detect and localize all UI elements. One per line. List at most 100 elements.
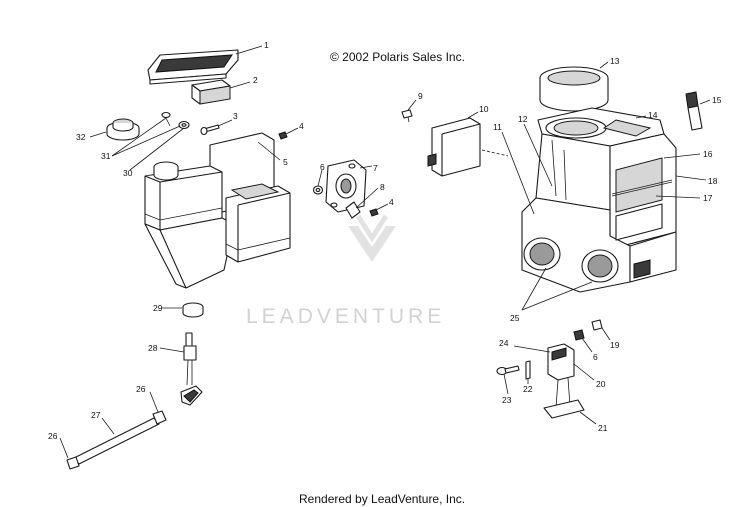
callout-31: 31 bbox=[101, 151, 111, 161]
callout-26-right: 26 bbox=[136, 384, 146, 394]
leader-26-left bbox=[59, 437, 69, 459]
leader-28 bbox=[159, 347, 185, 353]
leader-21 bbox=[579, 411, 597, 425]
leader-30 bbox=[129, 127, 185, 171]
leader-11 bbox=[501, 131, 535, 215]
leader-12 bbox=[523, 123, 553, 187]
leader-23 bbox=[503, 373, 509, 395]
callout-18: 18 bbox=[708, 176, 718, 186]
leader-10 bbox=[467, 111, 479, 119]
clamp-26-left bbox=[66, 456, 80, 470]
callout-8: 8 bbox=[380, 182, 385, 192]
leader-3 bbox=[217, 119, 233, 127]
clamp-8 bbox=[345, 201, 361, 219]
callout-4-top: 4 bbox=[299, 121, 304, 131]
callout-32: 32 bbox=[76, 132, 86, 142]
nut-19 bbox=[591, 319, 603, 331]
callout-25: 25 bbox=[510, 313, 520, 323]
leader-5 bbox=[257, 141, 281, 161]
callout-1: 1 bbox=[264, 40, 269, 50]
leader-6-left bbox=[317, 169, 323, 187]
callout-5: 5 bbox=[283, 157, 288, 167]
clamp-26-right bbox=[152, 410, 167, 425]
leader-2 bbox=[229, 81, 251, 89]
fuel-pickup-28 bbox=[180, 332, 203, 406]
callout-30: 30 bbox=[123, 168, 133, 178]
leader-14 bbox=[635, 115, 647, 119]
fill-cap bbox=[106, 118, 140, 141]
airbox bbox=[521, 107, 677, 293]
bolt-3 bbox=[200, 124, 220, 136]
washer-6-left bbox=[312, 185, 324, 195]
leader-4-top bbox=[285, 127, 299, 135]
leader-15 bbox=[699, 99, 711, 105]
leader-26-right bbox=[149, 391, 159, 413]
copyright-text: © 2002 Polaris Sales Inc. bbox=[330, 50, 465, 64]
callout-28: 28 bbox=[148, 343, 158, 353]
callout-19: 19 bbox=[610, 340, 620, 350]
callout-27: 27 bbox=[91, 410, 101, 420]
callout-22: 22 bbox=[523, 384, 533, 394]
washer-6-right bbox=[573, 329, 585, 341]
bolt-31 bbox=[161, 111, 171, 127]
throttle-body-7 bbox=[325, 159, 367, 213]
callout-16: 16 bbox=[703, 149, 713, 159]
callout-29: 29 bbox=[153, 303, 163, 313]
callout-7: 7 bbox=[373, 163, 378, 173]
washer-30 bbox=[178, 120, 190, 130]
callout-4-right: 4 bbox=[389, 197, 394, 207]
leader-32 bbox=[89, 131, 107, 138]
leader-19 bbox=[601, 327, 611, 341]
grommet-29 bbox=[182, 302, 204, 318]
callout-20: 20 bbox=[596, 379, 606, 389]
leader-6-right bbox=[581, 337, 593, 353]
watermark-text: LEADVENTURE bbox=[246, 305, 445, 328]
callout-14: 14 bbox=[648, 110, 658, 120]
leader-1 bbox=[235, 45, 263, 55]
bolt-23 bbox=[496, 365, 520, 376]
callout-2: 2 bbox=[253, 75, 258, 85]
leader-9 bbox=[407, 99, 417, 111]
leadventure-watermark: LEADVENTURE bbox=[246, 214, 445, 328]
oil-tank bbox=[144, 132, 291, 289]
latch-15 bbox=[685, 91, 703, 131]
callout-23: 23 bbox=[502, 395, 512, 405]
callout-24: 24 bbox=[499, 338, 509, 348]
callout-13: 13 bbox=[610, 56, 620, 66]
leader-17 bbox=[655, 195, 701, 199]
callout-3: 3 bbox=[233, 111, 238, 121]
callout-6-left: 6 bbox=[320, 162, 325, 172]
callout-21: 21 bbox=[598, 423, 608, 433]
leader-16 bbox=[663, 153, 701, 159]
leader-24 bbox=[513, 345, 551, 353]
washer-22 bbox=[525, 360, 531, 380]
nut-4-top bbox=[278, 131, 288, 140]
bracket-20 bbox=[547, 343, 575, 381]
callout-15: 15 bbox=[712, 95, 722, 105]
callout-6-right: 6 bbox=[593, 352, 598, 362]
mount-21 bbox=[543, 377, 585, 419]
callout-17: 17 bbox=[703, 193, 713, 203]
leader-7 bbox=[359, 165, 373, 169]
foam-block bbox=[191, 79, 231, 105]
leader-25a bbox=[521, 267, 547, 311]
nut-4-right bbox=[369, 208, 379, 217]
leader-27 bbox=[101, 417, 115, 435]
leader-20 bbox=[573, 363, 595, 381]
screw-9 bbox=[401, 109, 413, 123]
callout-9: 9 bbox=[418, 91, 423, 101]
leader-18 bbox=[675, 175, 707, 181]
callout-10: 10 bbox=[479, 104, 489, 114]
intake-ring-13 bbox=[539, 66, 609, 112]
callout-12: 12 bbox=[518, 114, 528, 124]
leader-8 bbox=[355, 187, 379, 209]
callout-26-left: 26 bbox=[48, 431, 58, 441]
fuel-hose-27 bbox=[73, 417, 160, 465]
cover-plate bbox=[147, 49, 239, 85]
module-10 bbox=[427, 117, 509, 177]
leader-31b bbox=[111, 125, 181, 157]
footer-text: Rendered by LeadVenture, Inc. bbox=[299, 492, 465, 506]
leader-31 bbox=[111, 117, 167, 157]
leader-13 bbox=[599, 61, 609, 69]
